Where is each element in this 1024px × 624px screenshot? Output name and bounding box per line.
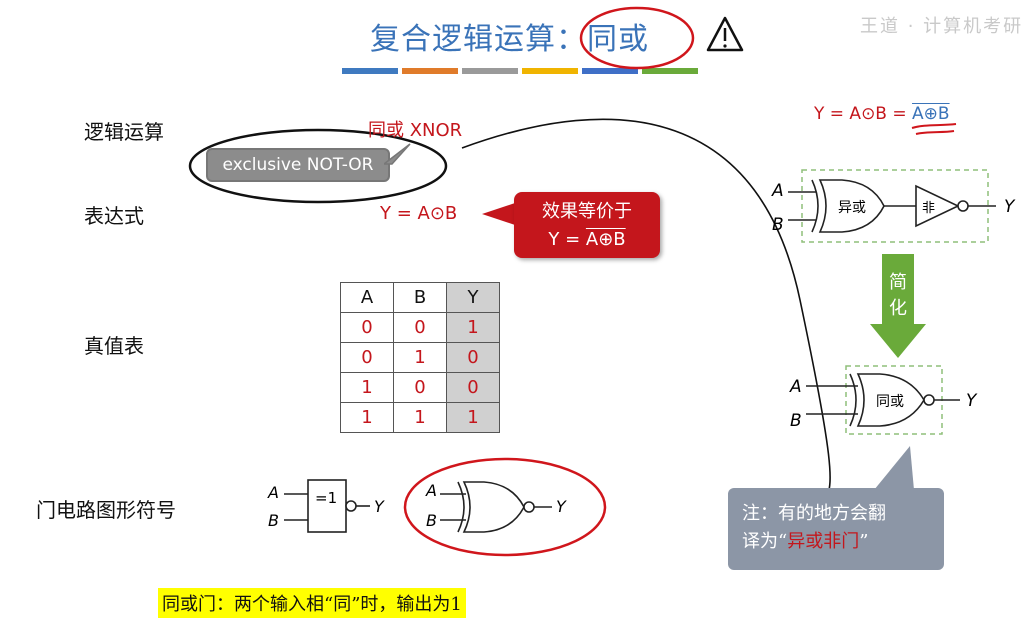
xor-not-output: Y: [1004, 197, 1016, 217]
color-bar-segment: [642, 68, 698, 74]
simplify-arrow-icon: [870, 254, 926, 358]
box-gate-label: =1: [315, 489, 337, 507]
expression-formula: Y = A⊙B: [380, 203, 458, 224]
xnor-gate-input-b: B: [426, 511, 437, 530]
xnor-simplified-input-b: B: [790, 411, 802, 431]
truth-table: A B Y 0 0 1 0 1 0 1 0 0 1 1 1: [340, 282, 500, 433]
row-label-truth-table: 真值表: [84, 334, 144, 358]
note-line1: 注：有的地方会翻: [742, 503, 886, 524]
equivalence-prefix: Y =: [548, 229, 586, 250]
color-bar-segment: [342, 68, 398, 74]
xnor-simplified-output: Y: [966, 391, 978, 411]
table-cell: 1: [446, 402, 500, 433]
xnor-simplified-diagram: 同或 A B Y: [789, 365, 978, 435]
equivalence-callout-line1: 效果等价于: [542, 201, 632, 222]
color-bar-segment: [462, 68, 518, 74]
equivalence-callout: 效果等价于 Y = A⊕B: [514, 192, 660, 258]
box-gate-input-a: A: [267, 483, 279, 502]
callout-tail-icon: [482, 202, 518, 226]
equation-underline: [911, 123, 957, 129]
equivalence-xor-overline: A⊕B: [585, 229, 626, 250]
xnor-gate-icon: [849, 373, 935, 427]
table-cell: 0: [446, 372, 500, 403]
callout-highlight-ellipse: [188, 128, 448, 204]
not-gate-label: 非: [922, 201, 935, 216]
table-row: 0 0 1: [340, 312, 500, 343]
table-cell: 1: [340, 372, 394, 403]
watermark: 王道 · 计算机考研: [860, 16, 1024, 37]
not-gate-icon: [915, 184, 969, 228]
gate-highlight-circle: [403, 457, 607, 557]
table-cell: 0: [393, 312, 447, 343]
table-cell: 1: [340, 402, 394, 433]
xor-gate-label: 异或: [838, 200, 866, 216]
color-bar-segment: [402, 68, 458, 74]
xnor-gate-input-a: A: [425, 481, 437, 500]
xnor-gate-icon: [440, 481, 552, 533]
note-line2: 译为“异或非门”: [742, 528, 930, 556]
box-gate-input-b: B: [268, 511, 279, 530]
color-bar-segment: [582, 68, 638, 74]
row-label-logic-op: 逻辑运算: [84, 120, 164, 144]
callout-tail-icon: [384, 143, 411, 165]
table-cell: 0: [340, 312, 394, 343]
xnor-gate-output: Y: [556, 497, 567, 516]
table-header-cell: B: [393, 282, 447, 313]
table-cell: 1: [393, 402, 447, 433]
note-line2-suffix: ”: [859, 531, 869, 552]
right-equation-overline: A⊕B: [912, 104, 950, 124]
table-cell: 0: [340, 342, 394, 373]
table-row: 1 0 0: [340, 372, 500, 403]
color-bar-segment: [522, 68, 578, 74]
table-header-cell: Y: [446, 282, 500, 313]
right-equation: Y = A⊙B = A⊕B: [814, 104, 950, 124]
note-callout-tail-icon: [874, 446, 914, 490]
table-cell: 0: [446, 342, 500, 373]
right-equation-prefix: Y = A⊙B =: [814, 104, 913, 124]
gate-symbols-diagram: =1 A B Y A B Y: [267, 479, 567, 533]
table-header-row: A B Y: [340, 282, 500, 313]
page-title: 复合逻辑运算：同或: [370, 22, 649, 57]
simplify-label: 简化: [889, 272, 907, 319]
note-line2-prefix: 译为“: [742, 531, 788, 552]
xor-not-input-b: B: [772, 215, 784, 235]
ieee-box-gate-icon: [284, 479, 370, 533]
note-highlight: 异或非门: [787, 531, 860, 552]
title-color-bar: [342, 68, 698, 74]
row-label-gate-symbol: 门电路图形符号: [36, 498, 176, 522]
exclusive-nor-callout: exclusive NOT-OR: [206, 148, 390, 182]
equivalence-callout-line2: Y = A⊕B: [514, 226, 660, 254]
row-label-expression: 表达式: [84, 204, 144, 228]
title-highlight-circle: [579, 6, 695, 70]
warning-icon: [706, 16, 744, 52]
pointer-arrow: [461, 118, 831, 506]
box-gate-output: Y: [374, 497, 385, 516]
table-cell: 1: [446, 312, 500, 343]
table-cell: 1: [393, 342, 447, 373]
xnor-simplified-input-a: A: [789, 377, 802, 397]
xnor-name: 同或 XNOR: [368, 120, 463, 141]
xor-gate-icon: [811, 179, 885, 233]
xnor-simplified-label: 同或: [876, 394, 904, 410]
footer-summary: 同或门：两个输入相“同”时，输出为1: [158, 588, 466, 618]
xor-not-input-a: A: [771, 181, 784, 201]
table-header-cell: A: [340, 282, 394, 313]
table-row: 1 1 1: [340, 402, 500, 433]
xor-not-diagram: 异或 非 A B Y: [771, 169, 1016, 243]
table-row: 0 1 0: [340, 342, 500, 373]
exclusive-nor-callout-text: exclusive NOT-OR: [222, 155, 374, 175]
note-callout: 注：有的地方会翻 译为“异或非门”: [728, 488, 944, 570]
table-cell: 0: [393, 372, 447, 403]
